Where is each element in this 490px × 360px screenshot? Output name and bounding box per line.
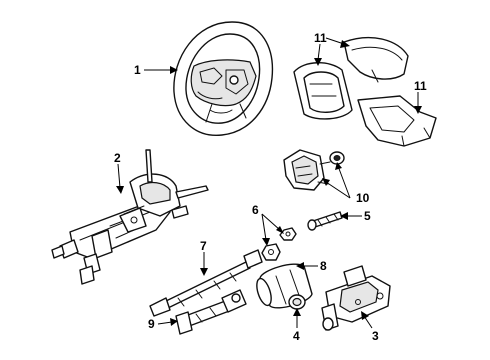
callout-8: 8 (320, 259, 327, 273)
column-trim-bezel (293, 62, 353, 120)
switch-bracket (283, 149, 331, 191)
steering-column-assembly (51, 149, 209, 285)
callout-3: 3 (372, 329, 379, 343)
steering-wheel (173, 21, 274, 136)
column-upper-cover (343, 36, 409, 83)
callout-labels: 1 11 11 2 10 6 5 7 8 9 4 3 (114, 31, 427, 343)
callout-6: 6 (252, 203, 259, 217)
leader-lines (116, 37, 422, 329)
callout-7: 7 (200, 239, 207, 253)
callout-2: 2 (114, 151, 121, 165)
nut-lower (261, 243, 281, 261)
callout-11-lower: 11 (414, 79, 427, 93)
lock-housing (321, 265, 391, 331)
intermediate-shaft (149, 249, 263, 317)
bearing (288, 294, 306, 310)
callout-11-upper: 11 (314, 31, 327, 45)
callout-4: 4 (293, 329, 300, 343)
lower-coupling (175, 289, 247, 335)
nut-upper (279, 227, 297, 241)
callout-9: 9 (148, 317, 155, 331)
callout-10: 10 (356, 191, 370, 205)
lock-bolt (307, 211, 343, 231)
callout-5: 5 (364, 209, 371, 223)
column-lower-cover (357, 95, 437, 147)
callout-1: 1 (134, 63, 141, 77)
